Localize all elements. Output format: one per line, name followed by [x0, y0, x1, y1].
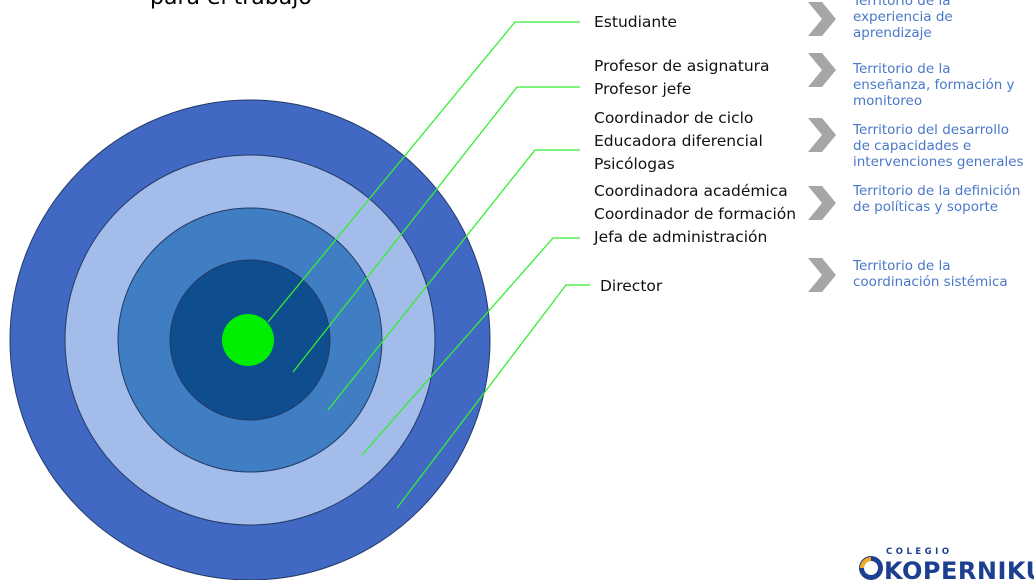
title-fragment: para el trabajo — [150, 0, 312, 10]
territory-line: experiencia de — [853, 9, 953, 25]
territory-line: de capacidades e — [853, 138, 972, 154]
territory-line: aprendizaje — [853, 25, 932, 41]
role-line: Jefa de administración — [594, 228, 768, 246]
chevron-right-icon — [808, 118, 836, 152]
territory-line: Territorio de la — [853, 258, 951, 274]
role-line: Educadora diferencial — [594, 132, 763, 150]
chevron-right-icon — [808, 258, 836, 292]
territory-coordinacion: Territorio de la coordinación sistémica — [853, 258, 1034, 290]
territory-line: monitoreo — [853, 93, 923, 109]
connector-profesores — [292, 86, 580, 373]
chevron-right-icon — [808, 53, 836, 87]
role-line: Director — [600, 277, 663, 295]
connector-coordinacion — [361, 237, 580, 456]
role-line: Profesor de asignatura — [594, 57, 770, 75]
role-director: Director — [600, 275, 662, 298]
role-line: Profesor jefe — [594, 80, 692, 98]
role-estudiante: Estudiante — [594, 11, 677, 34]
territory-ensenanza: Territorio de la enseñanza, formación y … — [853, 61, 1034, 109]
territory-line: Territorio de la — [853, 61, 951, 77]
territory-line: Territorio de la definición — [853, 183, 1021, 199]
role-profesores: Profesor de asignatura Profesor jefe — [594, 55, 770, 101]
center-estudiante — [222, 314, 274, 366]
territory-politicas: Territorio de la definición de políticas… — [853, 183, 1034, 215]
logo-emblem-icon — [859, 556, 883, 580]
role-line: Coordinador de ciclo — [594, 109, 754, 127]
territory-line: Territorio de la — [853, 0, 951, 9]
territory-line: de políticas y soporte — [853, 199, 999, 215]
territory-line: Territorio del desarrollo — [853, 122, 1009, 138]
role-apoyo: Coordinador de ciclo Educadora diferenci… — [594, 107, 763, 176]
school-logo: COLEGIO KOPERNIKU — [858, 545, 1034, 585]
connector-estudiante — [267, 21, 580, 323]
territory-capacidades: Territorio del desarrollo de capacidades… — [853, 122, 1034, 170]
role-line: Estudiante — [594, 13, 677, 31]
chevron-right-icon — [808, 2, 836, 36]
logo-small-text: COLEGIO — [886, 547, 953, 557]
chevron-right-icon — [808, 186, 836, 220]
logo-big-text: KOPERNIKU — [884, 557, 1034, 585]
territory-line: intervenciones generales — [853, 154, 1024, 170]
territory-line: enseñanza, formación y — [853, 77, 1015, 93]
territory-line: coordinación sistémica — [853, 274, 1008, 290]
connector-apoyo — [327, 149, 580, 411]
role-line: Psicólogas — [594, 155, 675, 173]
connector-director — [396, 284, 590, 509]
role-line: Coordinadora académica — [594, 182, 788, 200]
role-coordinacion: Coordinadora académica Coordinador de fo… — [594, 180, 796, 249]
territory-aprendizaje: Territorio de la experiencia de aprendiz… — [853, 0, 1034, 41]
role-line: Coordinador de formación — [594, 205, 797, 223]
